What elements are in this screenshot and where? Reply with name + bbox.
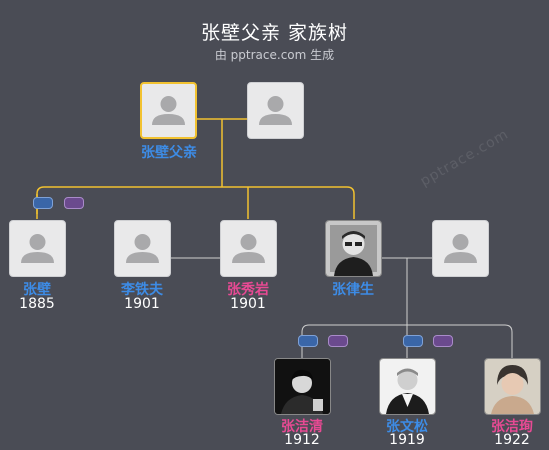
person-card-li-tiefu[interactable] (114, 220, 171, 277)
person-card-father-spouse[interactable] (247, 82, 304, 139)
person-placeholder-icon (21, 234, 54, 263)
person-birth-year: 1901 (230, 296, 266, 312)
person-birth-year: 1885 (19, 296, 55, 312)
person-card-zhang-xiuyan[interactable] (220, 220, 277, 277)
portrait-photo-icon (380, 359, 435, 414)
person-birth-year: 1912 (284, 432, 320, 448)
person-name[interactable]: 李铁夫 (121, 282, 163, 298)
portrait-photo-icon (326, 221, 381, 276)
person-card-zhang-wensong[interactable] (379, 358, 436, 415)
person-birth-year: 1901 (124, 296, 160, 312)
person-card-zhang-jiexun[interactable] (484, 358, 541, 415)
page-title: 张壁父亲 家族树 (200, 22, 349, 44)
portrait-photo-icon (275, 359, 330, 414)
person-name[interactable]: 张壁 (23, 282, 51, 298)
person-name[interactable]: 张洁清 (281, 419, 323, 435)
person-placeholder-icon (126, 234, 159, 263)
relation-tag[interactable] (433, 335, 453, 347)
person-birth-year: 1922 (494, 432, 530, 448)
person-name[interactable]: 张律生 (332, 282, 374, 298)
person-name[interactable]: 张秀岩 (227, 282, 269, 298)
person-placeholder-icon (444, 234, 477, 263)
portrait-photo-icon (485, 359, 540, 414)
person-card-zhang-bi[interactable] (9, 220, 66, 277)
person-placeholder-icon (152, 96, 185, 125)
person-name[interactable]: 张文松 (386, 419, 428, 435)
person-card-father[interactable] (140, 82, 197, 139)
person-card-zhang-jieqing[interactable] (274, 358, 331, 415)
person-name[interactable]: 张壁父亲 (141, 145, 197, 161)
person-card-zhang-lvsheng[interactable] (325, 220, 382, 277)
person-name[interactable]: 张洁珣 (491, 419, 533, 435)
person-birth-year: 1919 (389, 432, 425, 448)
relation-tag[interactable] (64, 197, 84, 209)
relation-tag[interactable] (33, 197, 53, 209)
relation-tag[interactable] (328, 335, 348, 347)
page-subtitle: 由 pptrace.com 生成 (214, 48, 335, 62)
person-placeholder-icon (259, 96, 292, 125)
person-card-lvsheng-spouse[interactable] (432, 220, 489, 277)
relation-tag[interactable] (298, 335, 318, 347)
relation-tag[interactable] (403, 335, 423, 347)
person-placeholder-icon (232, 234, 265, 263)
